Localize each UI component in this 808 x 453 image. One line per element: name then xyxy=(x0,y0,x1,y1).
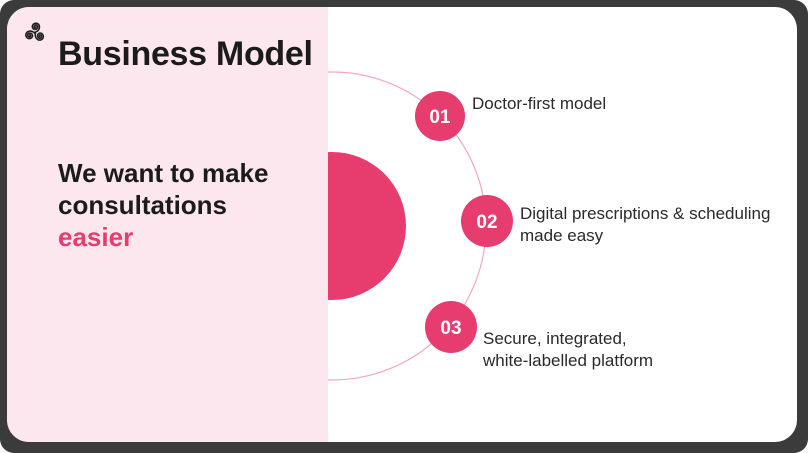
diagram-node-02: 02 xyxy=(461,195,513,247)
label-02-line-1: Digital prescriptions & scheduling xyxy=(520,204,771,223)
subtitle-line-2: consultations xyxy=(58,190,228,220)
label-01-line-1: Doctor-first model xyxy=(472,94,607,113)
page-title: Business Model xyxy=(58,35,313,73)
diagram-label-01: Doctor-first model xyxy=(472,93,606,115)
triskelion-logo-icon xyxy=(24,22,45,41)
slide-subtitle: We want to make consultations easier xyxy=(58,157,268,253)
node-02-number: 02 xyxy=(476,212,497,233)
diagram-node-03: 03 xyxy=(425,301,477,353)
label-03-line-1: Secure, integrated, xyxy=(483,329,627,348)
left-panel: Business Model We want to make consultat… xyxy=(7,7,328,442)
node-01-circle xyxy=(415,91,465,141)
slide: Business Model We want to make consultat… xyxy=(7,7,797,442)
diagram-node-01: 01 xyxy=(415,91,465,141)
label-03-line-2: white-labelled platform xyxy=(483,351,654,370)
subtitle-line-1: We want to make xyxy=(58,158,269,188)
node-01-number: 01 xyxy=(429,107,451,128)
node-03-number: 03 xyxy=(440,318,461,339)
subtitle-accent-word: easier xyxy=(58,222,134,252)
label-02-line-2: made easy xyxy=(520,226,604,245)
node-02-circle xyxy=(461,195,513,247)
center-half-circle xyxy=(328,152,406,300)
diagram-label-03: Secure, integrated, white-labelled platf… xyxy=(483,328,653,372)
node-03-circle xyxy=(425,301,477,353)
diagram-label-02: Digital prescriptions & scheduling made … xyxy=(520,203,770,247)
circle-diagram: 01 02 03 xyxy=(328,71,513,381)
